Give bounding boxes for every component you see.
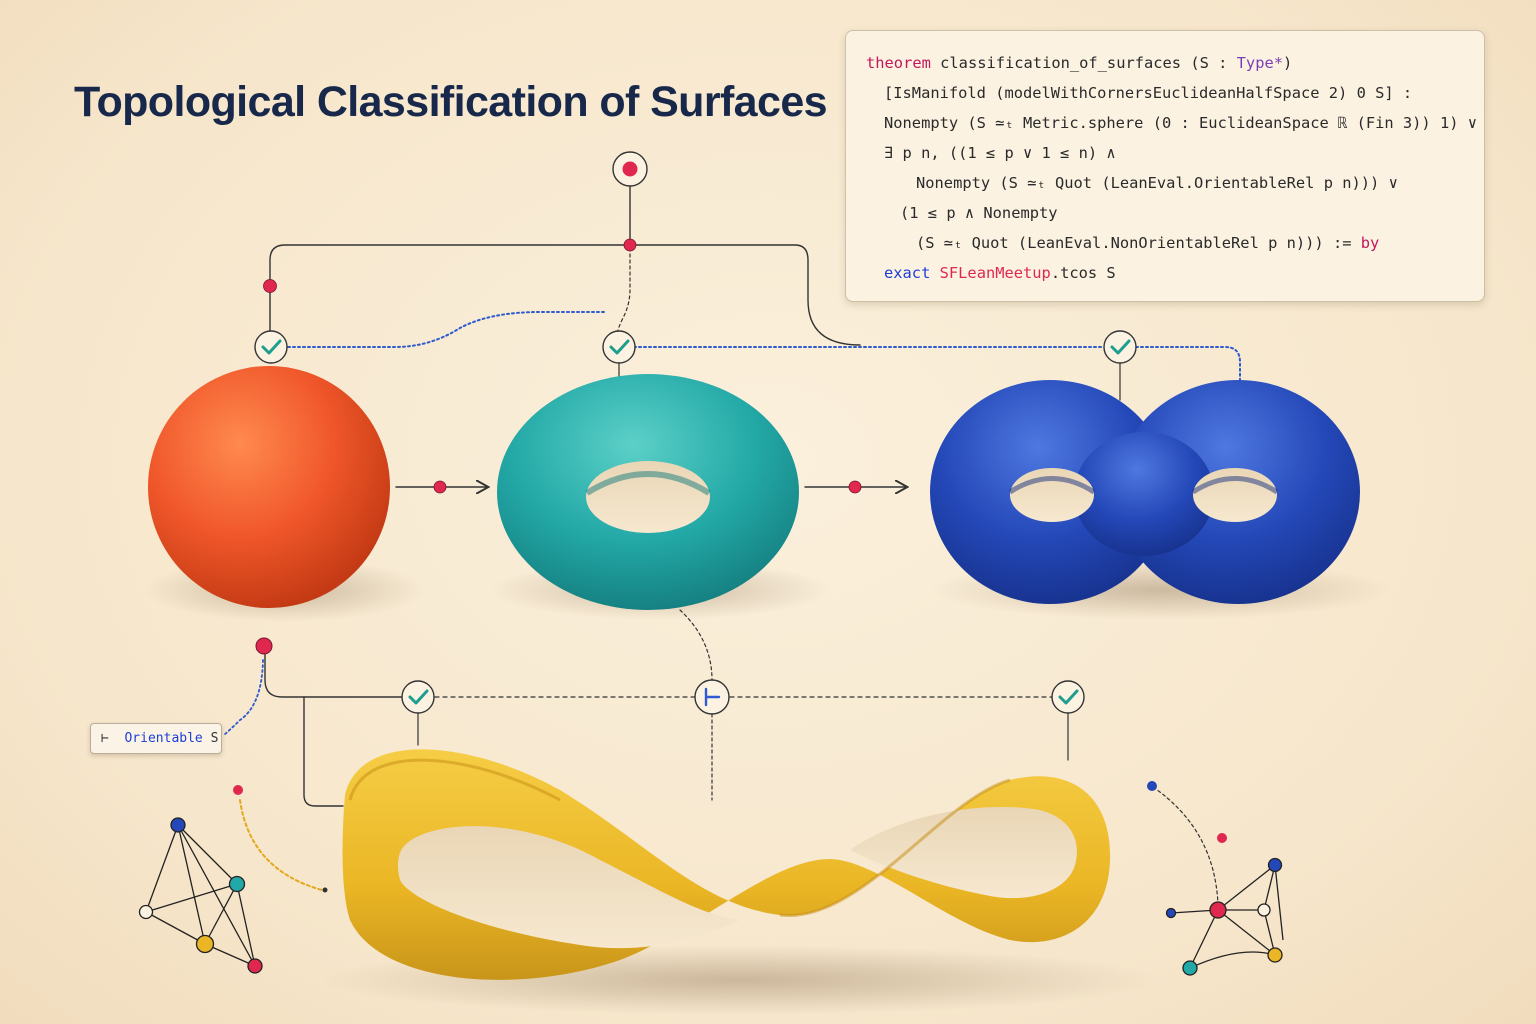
check-icon — [254, 330, 288, 364]
double-torus-surface — [930, 380, 1360, 604]
tag-keyword: Orientable — [124, 731, 203, 746]
connector-dashed-drop — [616, 247, 631, 339]
graph-node — [170, 817, 186, 833]
graph-node — [228, 875, 246, 893]
connector-blue-right — [1135, 346, 1241, 393]
red-node-icon — [1217, 833, 1227, 843]
orientable-tag: ⊢ Orientable S — [90, 723, 222, 754]
connector-yellow-arc — [239, 799, 323, 891]
connector-torus-drop — [679, 609, 713, 681]
code-line-1: theorem classification_of_surfaces (S : … — [866, 54, 1293, 72]
red-node-icon — [433, 480, 447, 494]
code-line-3: Nonempty (S ≃ₜ Metric.sphere (0 : Euclid… — [884, 114, 1478, 132]
red-node-icon — [263, 279, 277, 293]
page-title: Topological Classification of Surfaces — [74, 78, 828, 126]
check-icon — [401, 680, 435, 714]
graph-node — [195, 934, 215, 954]
graph-node — [1267, 947, 1283, 963]
graph-network-left — [138, 817, 263, 974]
connector-bottom-left-arm — [303, 696, 344, 807]
connector-blue-left — [287, 311, 606, 348]
connector-yellow-end — [322, 887, 328, 893]
turnstile-icon — [694, 679, 730, 715]
connector-bottom-bracket — [264, 654, 403, 698]
tag-argument: S — [202, 731, 219, 746]
code-line-8: exact SFLeanMeetup.tcos S — [884, 264, 1116, 282]
red-node-icon — [623, 238, 637, 252]
connector-right-arc — [1152, 786, 1219, 906]
red-node-icon — [848, 480, 862, 494]
code-panel: theorem classification_of_surfaces (S : … — [845, 30, 1485, 302]
graph-network-right — [1147, 781, 1284, 976]
check-icon — [1103, 330, 1137, 364]
code-line-4: ∃ p n, ((1 ≤ p ∨ 1 ≤ n) ∧ — [884, 144, 1116, 162]
graph-node — [1147, 781, 1157, 791]
red-node-icon — [255, 637, 273, 655]
red-node-icon — [612, 151, 648, 187]
check-icon — [602, 330, 636, 364]
graph-node — [1209, 901, 1227, 919]
red-node-icon — [233, 785, 243, 795]
graph-node — [1267, 857, 1283, 873]
torus-surface — [497, 374, 799, 610]
graph-node — [247, 958, 263, 974]
graph-node — [138, 904, 154, 920]
turnstile-glyph: ⊢ — [101, 731, 109, 746]
connector-top-bracket — [269, 244, 861, 346]
graph-node — [1257, 903, 1271, 917]
code-line-5: Nonempty (S ≃ₜ Quot (LeanEval.Orientable… — [916, 174, 1398, 192]
code-line-2: [IsManifold (modelWithCornersEuclideanHa… — [884, 84, 1413, 102]
check-icons — [254, 330, 1137, 714]
mobius-strip-surface — [342, 749, 1111, 980]
connector-tag-link — [223, 659, 264, 736]
check-icon — [1051, 680, 1085, 714]
graph-node — [1165, 907, 1177, 919]
sphere-surface — [148, 366, 390, 608]
red-node-icons — [233, 151, 1227, 843]
graph-node — [1182, 960, 1198, 976]
code-line-7: (S ≃ₜ Quot (LeanEval.NonOrientableRel p … — [916, 234, 1380, 252]
code-line-6: (1 ≤ p ∧ Nonempty — [900, 204, 1058, 222]
